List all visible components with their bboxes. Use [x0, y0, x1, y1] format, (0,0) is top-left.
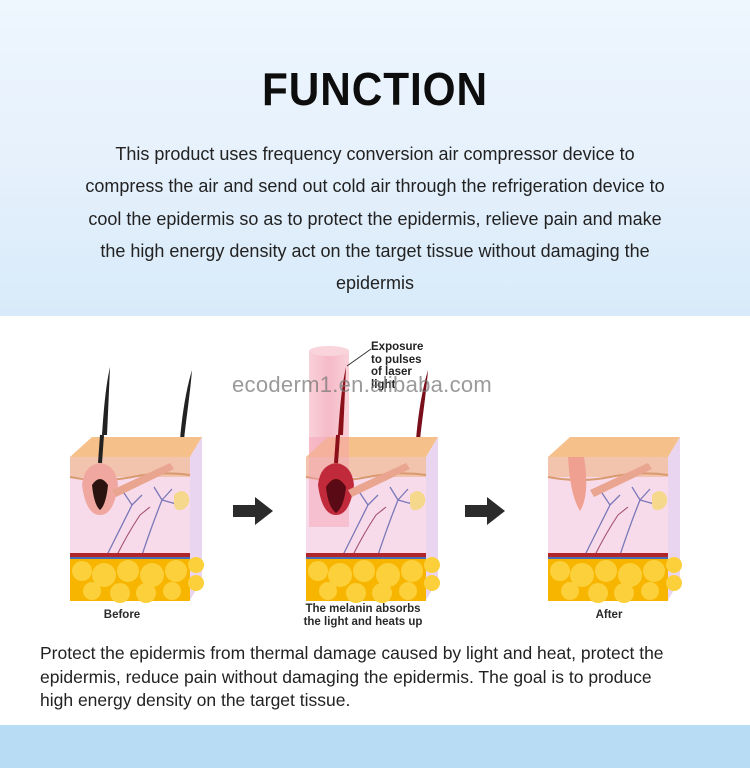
skin-heating-illustration: [305, 367, 440, 603]
laser-pointer-line: [346, 348, 372, 367]
watermark: ecoderm1.en.alibaba.com: [232, 372, 493, 397]
summary-line: epidermis, reduce pain without damaging …: [40, 666, 652, 687]
right-arrow-icon: [465, 497, 505, 525]
footer-band: [0, 725, 750, 768]
skin-before-illustration: [69, 367, 204, 603]
stage-caption-before: Before: [103, 609, 141, 621]
page-title: FUNCTION: [261, 63, 488, 115]
stage-caption-melanin: The melanin absorbs the light and heats …: [303, 603, 423, 628]
intro-paragraph: This product uses frequency conversion a…: [60, 138, 690, 299]
summary-line: Protect the epidermis from thermal damag…: [40, 643, 664, 663]
summary-paragraph: Protect the epidermis from thermal damag…: [40, 642, 730, 713]
intro-line: cool the epidermis so as to protect the …: [88, 208, 662, 229]
header-band: [0, 0, 750, 316]
intro-line: compress the air and send out cold air t…: [85, 176, 665, 197]
intro-line: This product uses frequency conversion a…: [115, 144, 635, 164]
intro-line: epidermis: [335, 273, 415, 294]
skin-after-illustration: [547, 437, 682, 603]
stage-caption-after: After: [595, 609, 623, 621]
laser-exposure-label: Exposure to pulses of laser light: [371, 341, 424, 391]
intro-line: the high energy density act on the targe…: [100, 240, 650, 261]
right-arrow-icon: [233, 497, 273, 525]
summary-line: high energy density on the target tissue…: [40, 690, 351, 710]
